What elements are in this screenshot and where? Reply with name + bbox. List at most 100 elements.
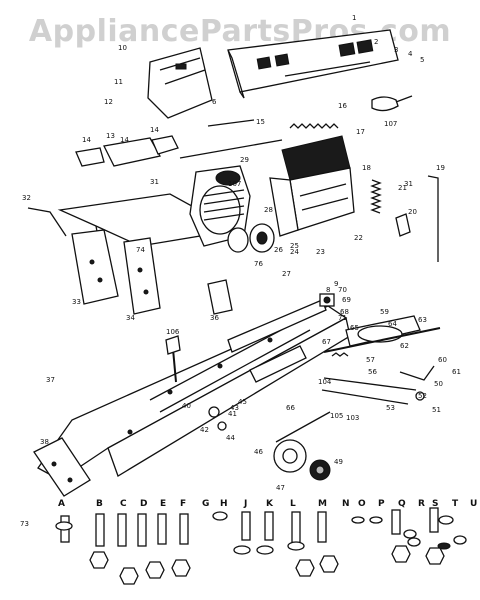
callout-104: 104 <box>318 378 332 386</box>
callout-46: 46 <box>254 448 263 456</box>
hardware-letter-T: T <box>452 499 459 509</box>
bracket-part-32 <box>27 207 67 237</box>
hardware-letter-O: O <box>358 499 366 509</box>
callout-33: 33 <box>72 298 81 306</box>
callout-40: 40 <box>182 402 191 410</box>
callout-22: 22 <box>354 234 363 242</box>
belt-guard-part-36 <box>207 279 233 315</box>
hardware-letter-Q: Q <box>398 499 406 509</box>
rod-part-15 <box>179 119 283 159</box>
hardware-letter-S: S <box>432 499 438 509</box>
callout-66: 66 <box>286 404 295 412</box>
hardware-letter-B: B <box>96 499 103 509</box>
callout-65: 65 <box>350 324 359 332</box>
callout-61: 61 <box>452 368 461 376</box>
side-panel-part-34 <box>123 237 161 315</box>
callout-107b: 107 <box>384 120 397 128</box>
callout-63: 63 <box>418 316 427 324</box>
callout-51: 51 <box>432 406 441 414</box>
hardware-letter-K: K <box>266 499 274 509</box>
callout-41: 41 <box>228 410 237 418</box>
hardware-letter-M: M <box>318 499 327 509</box>
callout-17: 17 <box>356 128 365 136</box>
callout-68: 68 <box>340 308 349 316</box>
fuel-tank-part-13 <box>75 135 179 167</box>
spring-part-16 <box>289 123 339 129</box>
callout-43: 43 <box>230 404 239 412</box>
callout-67: 67 <box>322 338 331 346</box>
callout-18: 18 <box>362 164 371 172</box>
rod-part-19 <box>427 175 439 262</box>
callout-11: 11 <box>114 78 123 86</box>
hardware-row <box>55 507 467 585</box>
callout-4: 4 <box>408 50 413 58</box>
callout-1: 1 <box>352 14 356 22</box>
callout-57: 57 <box>366 356 375 364</box>
callout-5: 5 <box>420 56 424 64</box>
hardware-letter-U: U <box>470 499 477 509</box>
callout-6: 6 <box>212 98 217 106</box>
callout-71: 71 <box>338 314 347 322</box>
callout-106: 106 <box>166 328 180 336</box>
callout-50: 50 <box>434 380 443 388</box>
callout-29: 29 <box>240 156 249 164</box>
callout-36: 36 <box>210 314 219 322</box>
callout-20: 20 <box>408 208 417 216</box>
spring-part-21 <box>370 179 382 214</box>
callout-24: 24 <box>290 248 299 256</box>
seat-assembly-part-18 <box>269 135 355 237</box>
callout-74: 74 <box>136 246 145 254</box>
callout-14a: 14 <box>82 136 91 144</box>
callout-45: 45 <box>238 398 247 406</box>
callout-21: 21 <box>398 184 407 192</box>
callout-49: 49 <box>334 458 343 466</box>
callout-60: 60 <box>438 356 447 364</box>
hardware-letter-J: J <box>243 499 247 509</box>
callout-10: 10 <box>118 44 127 52</box>
callout-8: 8 <box>326 286 330 294</box>
callout-42: 42 <box>200 426 209 434</box>
callout-26: 26 <box>274 246 283 254</box>
callout-19: 19 <box>436 164 445 172</box>
callout-23: 23 <box>316 248 325 256</box>
callout-52: 52 <box>418 392 427 400</box>
callout-2: 2 <box>374 38 378 46</box>
callout-3: 3 <box>394 46 398 54</box>
linkage-rods <box>321 365 435 405</box>
callout-70: 70 <box>338 286 347 294</box>
hardware-letter-G: G <box>202 499 209 509</box>
hardware-letter-F: F <box>180 499 186 509</box>
callout-105: 105 <box>330 412 343 420</box>
callout-14c: 14 <box>120 136 129 144</box>
hardware-letter-H: H <box>220 499 228 509</box>
hardware-letter-D: D <box>140 499 147 509</box>
callout-47: 47 <box>276 484 285 492</box>
callout-73: 73 <box>20 520 29 528</box>
callout-62: 62 <box>400 342 409 350</box>
wheel-assembly-part-46 <box>273 411 331 481</box>
callout-31a: 31 <box>150 178 159 186</box>
callout-31b: 31 <box>404 180 413 188</box>
cross-frame <box>227 299 327 383</box>
callout-37: 37 <box>46 376 55 384</box>
hardware-letter-N: N <box>342 499 350 509</box>
callout-25: 25 <box>290 242 299 250</box>
callout-12: 12 <box>104 98 113 106</box>
callout-44: 44 <box>226 434 235 442</box>
dash-panel <box>227 29 399 99</box>
hardware-letter-R: R <box>418 499 425 509</box>
hardware-letter-L: L <box>290 499 296 509</box>
hardware-nuts <box>89 545 445 585</box>
callout-76: 76 <box>254 260 263 268</box>
callout-38: 38 <box>40 438 49 446</box>
shield-part-20 <box>395 213 411 237</box>
callout-59: 59 <box>380 308 389 316</box>
callout-28: 28 <box>264 206 273 214</box>
callout-16: 16 <box>338 102 347 110</box>
callout-13: 13 <box>106 132 115 140</box>
hardware-washers <box>55 511 467 555</box>
engine-part-29 <box>189 165 251 247</box>
pulley-part-24 <box>227 223 275 253</box>
